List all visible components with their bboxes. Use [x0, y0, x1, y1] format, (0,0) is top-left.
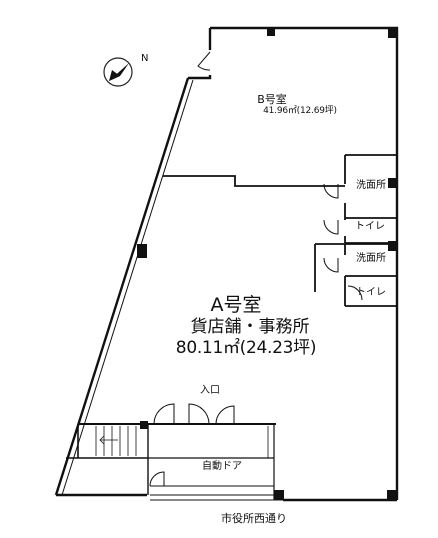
interior-walls — [163, 154, 397, 307]
compass-north-label: N — [141, 53, 149, 64]
washroom-2-label: 洗面所 — [356, 253, 386, 264]
compass-arrow-icon — [103, 57, 133, 87]
vestibule — [66, 423, 283, 501]
entrance-label: 入口 — [200, 385, 220, 396]
unit-a-area: 80.11㎡(24.23坪) — [175, 338, 317, 358]
unit-b-name: B号室 — [257, 93, 287, 106]
unit-a-name: A号室 — [210, 294, 262, 316]
unit-b-area: 41.96㎡(12.69坪) — [263, 106, 337, 116]
door-swings — [149, 51, 363, 487]
washroom-1-label: 洗面所 — [356, 180, 386, 191]
exterior-walls — [54, 26, 399, 502]
unit-a-use: 貨店舗・事務所 — [190, 317, 310, 337]
auto-door-label: 自動ドア — [202, 461, 242, 472]
toilet-1-label: トイレ — [355, 221, 385, 232]
toilet-2-label: トイレ — [356, 287, 386, 298]
street-name: 市役所西通り — [221, 512, 287, 525]
